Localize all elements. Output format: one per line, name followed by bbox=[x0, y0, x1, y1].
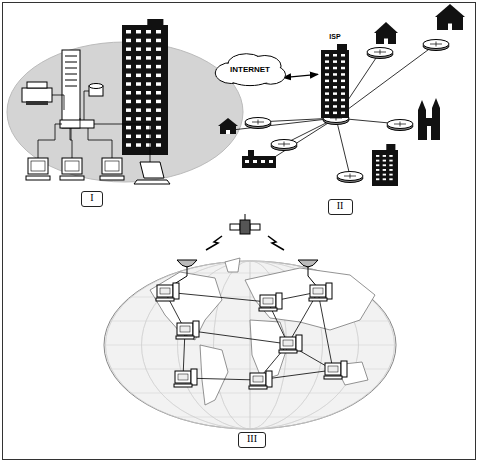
man-link bbox=[336, 118, 350, 176]
router-icon bbox=[337, 172, 363, 183]
factory-icon bbox=[242, 150, 276, 168]
graticule bbox=[104, 345, 396, 346]
man-panel bbox=[218, 4, 465, 186]
lan-wire bbox=[71, 128, 72, 140]
node-text: III bbox=[247, 433, 257, 445]
world-map bbox=[104, 261, 396, 429]
house-icon bbox=[218, 118, 238, 134]
continent bbox=[150, 272, 222, 340]
building bbox=[372, 144, 398, 186]
lan-panel bbox=[7, 19, 243, 184]
wan-link bbox=[185, 330, 288, 344]
router-icon bbox=[387, 120, 413, 131]
laptop-icon bbox=[134, 162, 170, 184]
server-icon bbox=[62, 50, 80, 128]
graticule bbox=[130, 393, 370, 394]
computer-icon bbox=[259, 293, 282, 311]
panel-label: I bbox=[81, 191, 103, 207]
dish-icon bbox=[177, 260, 197, 276]
graticule bbox=[175, 417, 325, 418]
lan-wire bbox=[84, 91, 89, 120]
church-icon bbox=[418, 98, 440, 140]
man-link bbox=[270, 118, 336, 160]
computer-icon bbox=[279, 335, 302, 353]
house-icon bbox=[435, 4, 465, 30]
lan-wire bbox=[52, 95, 64, 110]
computer-icon bbox=[324, 361, 347, 379]
computer-icon bbox=[100, 158, 124, 180]
house-icon bbox=[374, 22, 398, 44]
continent bbox=[225, 258, 240, 272]
computer-icon bbox=[249, 371, 272, 389]
wan-panel bbox=[104, 214, 396, 429]
satellite-icon bbox=[230, 214, 260, 234]
beam bbox=[206, 236, 222, 250]
router-icon bbox=[367, 48, 393, 59]
wan-link bbox=[318, 292, 333, 370]
node-text: ISP bbox=[318, 33, 352, 40]
computer-icon bbox=[176, 321, 199, 339]
lan-wire bbox=[94, 124, 150, 162]
wan-link bbox=[165, 292, 268, 302]
frame bbox=[3, 3, 476, 460]
computer-icon bbox=[156, 283, 179, 301]
lan-wire bbox=[88, 128, 112, 158]
lan-wire bbox=[80, 118, 81, 128]
isp-building: ISP bbox=[318, 33, 352, 118]
beam bbox=[268, 236, 284, 250]
node-text: I bbox=[90, 192, 94, 204]
panel-label: II bbox=[328, 199, 353, 215]
lan-wire bbox=[38, 124, 62, 158]
printer-icon bbox=[22, 82, 52, 105]
isp-building-shape bbox=[318, 33, 352, 118]
router-icon bbox=[245, 118, 271, 129]
building bbox=[122, 19, 168, 155]
lan-wire bbox=[70, 128, 72, 158]
continent bbox=[200, 345, 228, 405]
node-text: INTERNET bbox=[213, 65, 287, 74]
double-arrow bbox=[283, 74, 318, 77]
router-icon bbox=[423, 40, 449, 51]
computer-icon bbox=[26, 158, 50, 180]
hub-icon bbox=[60, 120, 94, 128]
computer-icon bbox=[309, 283, 332, 301]
computer-icon bbox=[60, 158, 84, 180]
dish-icon bbox=[298, 260, 318, 276]
cloud-shape: INTERNET bbox=[213, 52, 287, 87]
computer-icon bbox=[174, 369, 197, 387]
panel-label: III bbox=[238, 432, 266, 448]
router-icon bbox=[271, 140, 297, 151]
disk-icon bbox=[89, 84, 103, 97]
node-text: II bbox=[337, 200, 344, 212]
